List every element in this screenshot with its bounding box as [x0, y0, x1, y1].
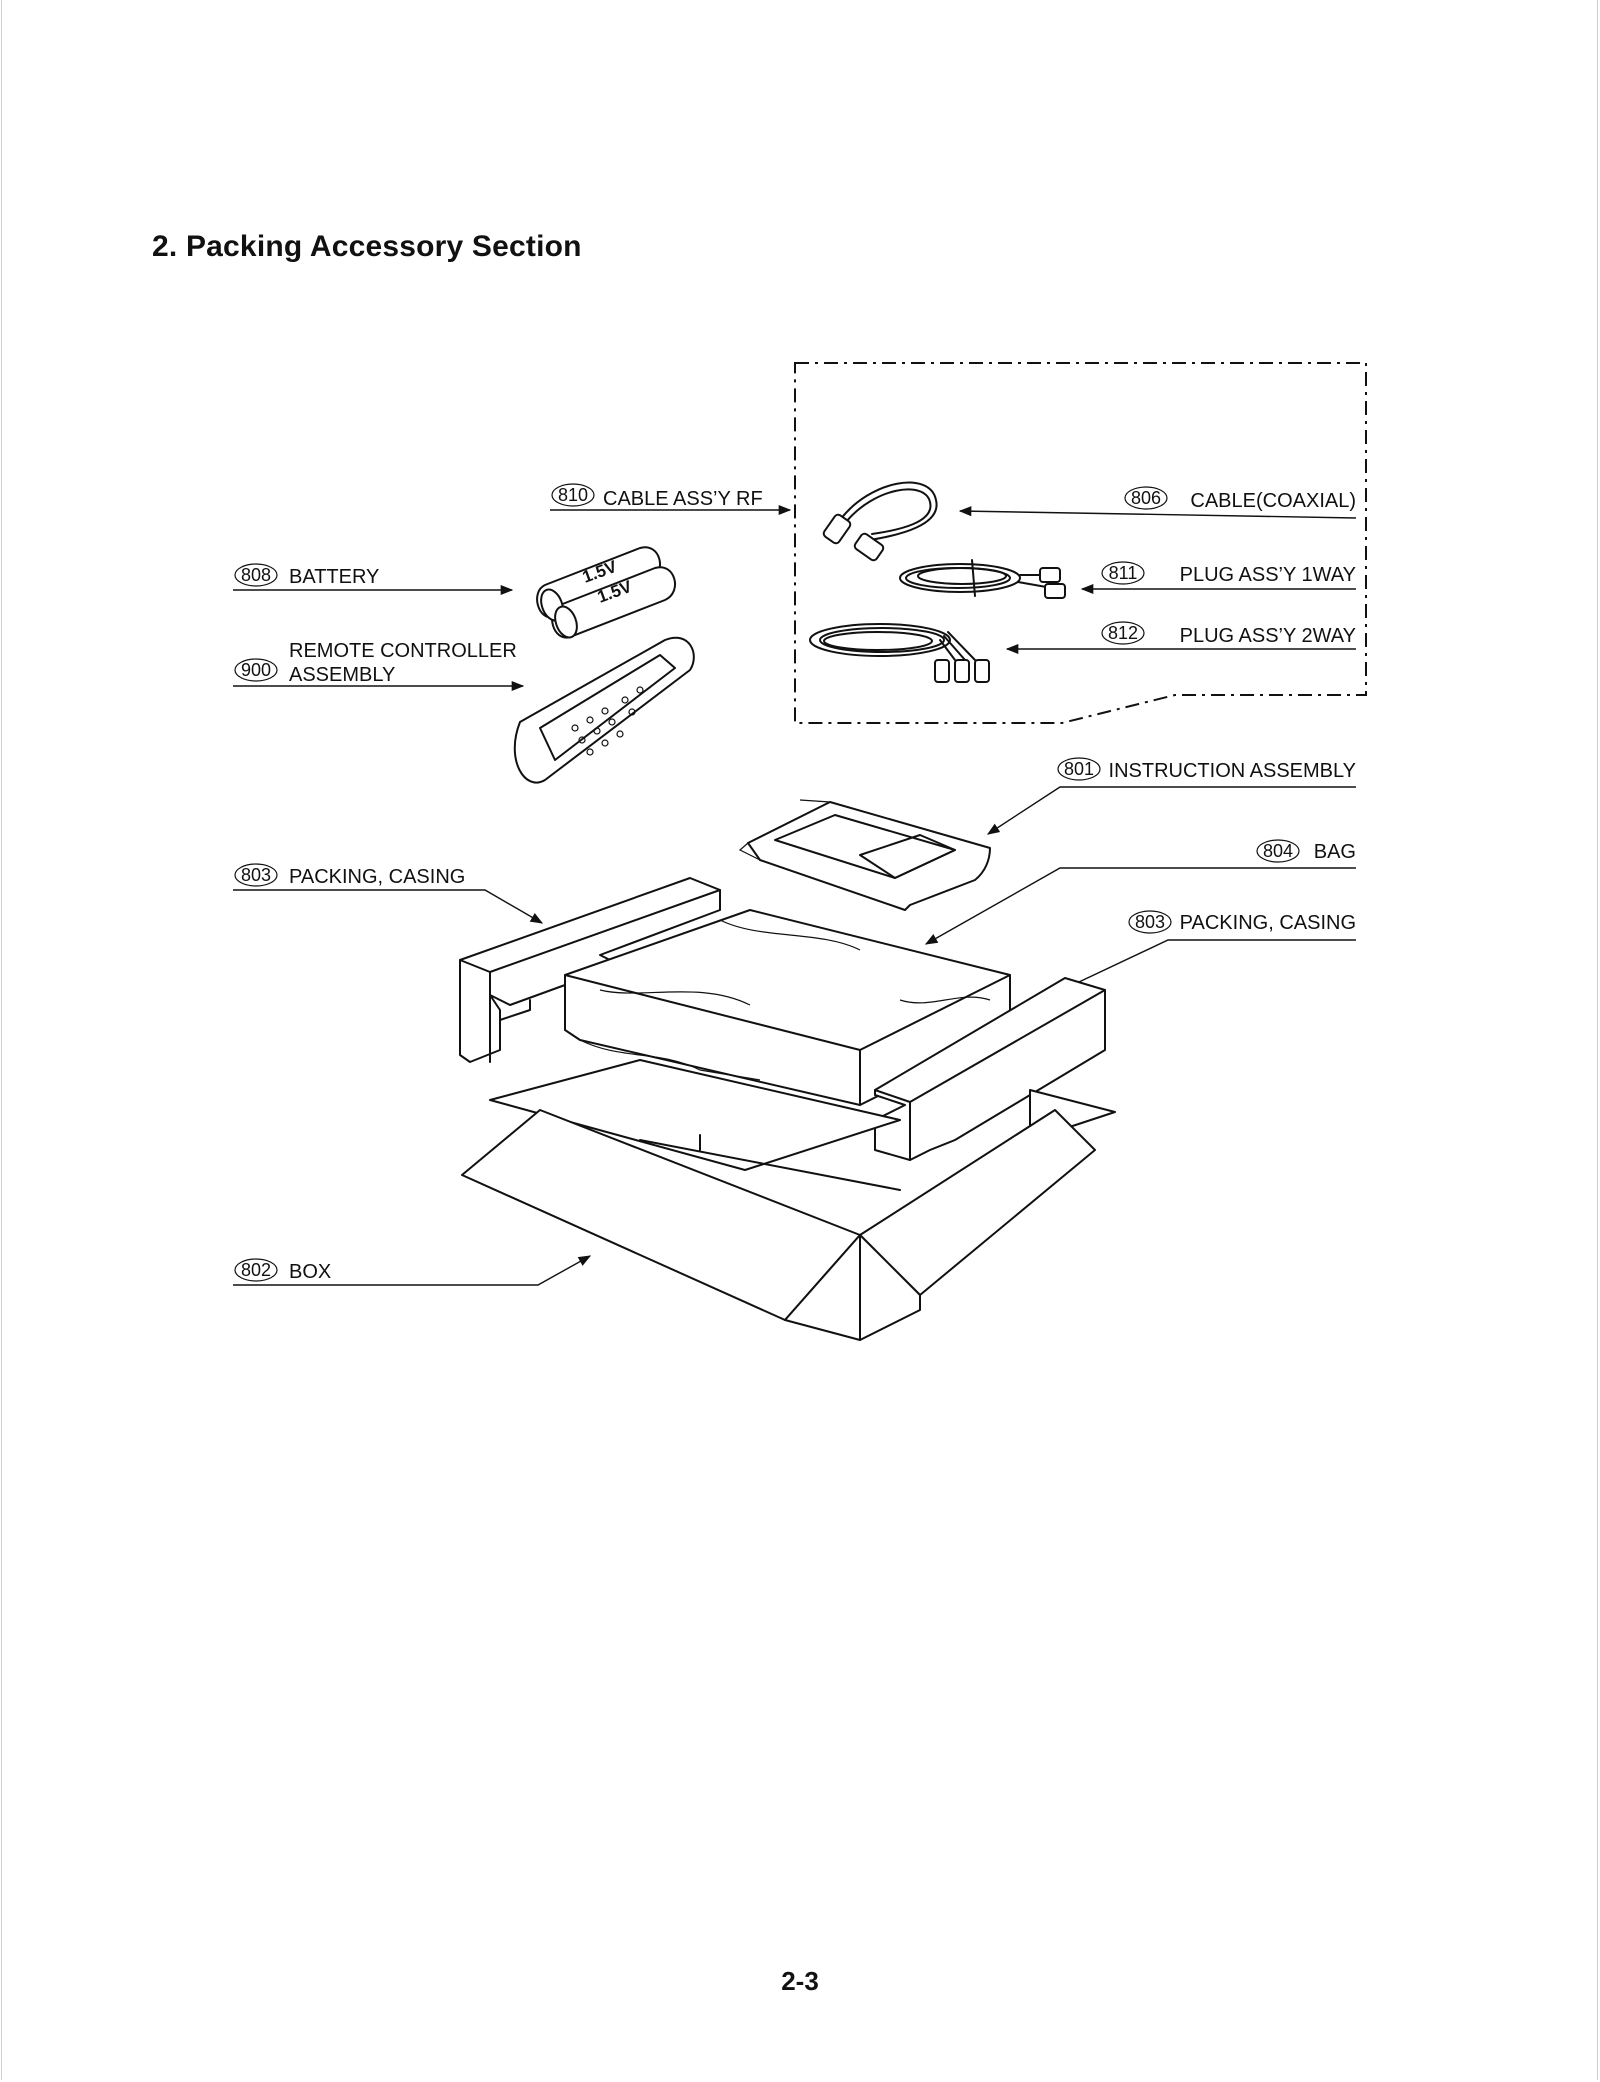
callout-cable-rf: 810 CABLE ASS’Y RF — [550, 483, 792, 516]
part-code: 806 — [1131, 488, 1161, 508]
leader-line — [986, 786, 1356, 835]
part-label: PACKING, CASING — [289, 866, 465, 888]
cable-rf-drawing — [822, 481, 938, 562]
callout-plug-2way: 812 PLUG ASS’Y 2WAY — [1005, 621, 1356, 655]
part-code-bubble — [234, 658, 278, 682]
callout-remote: REMOTE CONTROLLER 900 ASSEMBLY — [233, 640, 525, 692]
accessory-group-border — [794, 362, 1367, 724]
callout-instruction: 801 INSTRUCTION ASSEMBLY — [986, 757, 1356, 835]
leader-line — [233, 1255, 592, 1286]
part-code: 812 — [1108, 623, 1138, 643]
part-code: 803 — [241, 865, 271, 885]
part-code-bubble — [551, 483, 595, 507]
plug-1way-drawing — [899, 559, 1066, 599]
callout-battery: 808 BATTERY — [233, 563, 514, 596]
packing-right-drawing — [874, 977, 1106, 1161]
part-code-bubble — [1101, 621, 1145, 645]
part-code-bubble — [1101, 561, 1145, 585]
plug-2way-drawing — [809, 623, 990, 683]
leader-line — [958, 506, 1357, 519]
instruction-drawing — [738, 799, 991, 911]
unit-in-bag-drawing — [564, 909, 1011, 1106]
leader-line — [1060, 939, 1356, 991]
callout-cable-coaxial: 806 CABLE(COAXIAL) — [958, 486, 1357, 519]
callout-bag: 804 BAG — [924, 839, 1356, 945]
part-label: CABLE ASS’Y RF — [603, 488, 763, 510]
part-code-bubble — [234, 1258, 278, 1282]
part-label: PLUG ASS’Y 2WAY — [1180, 625, 1356, 647]
part-label: BATTERY — [289, 566, 379, 588]
battery-drawing: 1.5V 1.5V — [536, 546, 676, 639]
part-label: CABLE(COAXIAL) — [1190, 490, 1356, 512]
part-code: 808 — [241, 565, 271, 585]
part-code-bubble — [1256, 839, 1300, 863]
part-label: BOX — [289, 1261, 331, 1283]
part-code-bubble — [1057, 757, 1101, 781]
part-code: 801 — [1064, 759, 1094, 779]
part-code: 811 — [1109, 563, 1138, 583]
part-label: PLUG ASS’Y 1WAY — [1180, 564, 1356, 586]
part-code: 804 — [1263, 841, 1293, 861]
box-drawing — [461, 1059, 1116, 1341]
part-code-bubble — [234, 863, 278, 887]
part-label: PACKING, CASING — [1180, 912, 1356, 934]
leader-line — [924, 867, 1356, 945]
callout-box: 802 BOX — [233, 1255, 592, 1286]
part-label-line1: REMOTE CONTROLLER — [289, 640, 517, 662]
part-label: BAG — [1314, 841, 1356, 863]
callout-plug-1way: 811 PLUG ASS’Y 1WAY — [1080, 561, 1356, 595]
part-code: 802 — [241, 1260, 271, 1280]
callout-packing-right: 803 PACKING, CASING — [1060, 910, 1356, 991]
part-code-bubble — [234, 563, 278, 587]
part-code: 900 — [241, 660, 271, 680]
page-number: 2-3 — [781, 1966, 819, 1996]
section-title: 2. Packing Accessory Section — [152, 230, 582, 263]
part-code-bubble — [1124, 486, 1168, 510]
part-code-bubble — [1128, 910, 1172, 934]
remote-drawing — [513, 636, 695, 784]
part-code: 810 — [558, 485, 588, 505]
part-code: 803 — [1135, 912, 1165, 932]
leader-line — [233, 889, 544, 924]
callout-packing-left: 803 PACKING, CASING — [233, 863, 544, 924]
part-label-line2: ASSEMBLY — [289, 664, 395, 686]
part-label: INSTRUCTION ASSEMBLY — [1109, 760, 1356, 782]
